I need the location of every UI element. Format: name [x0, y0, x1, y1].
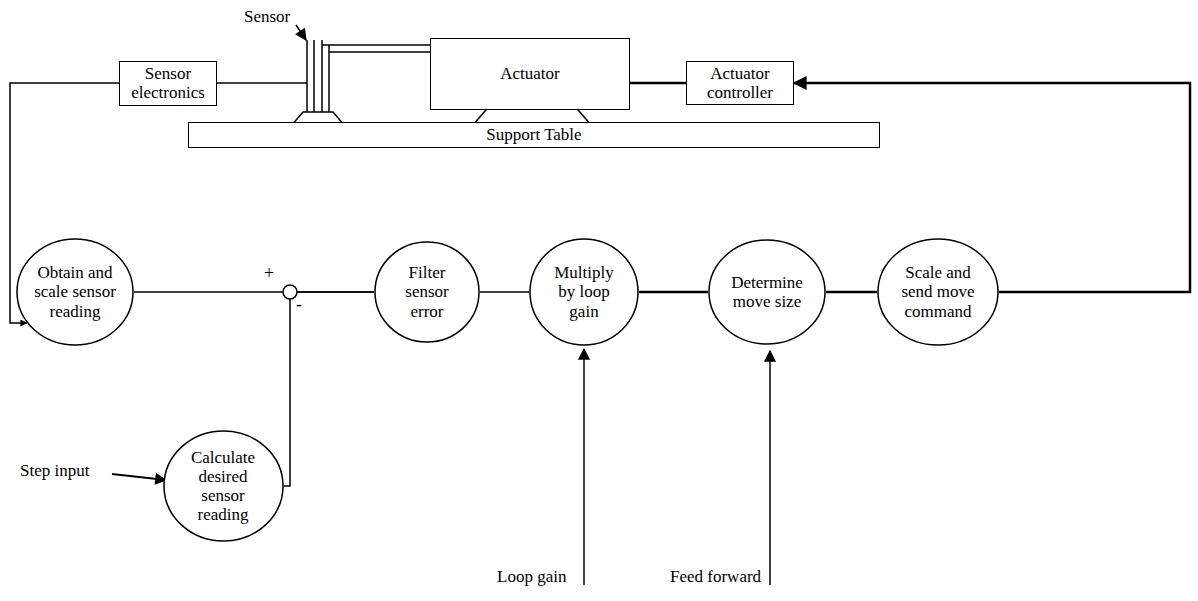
actuator-arm: [322, 45, 430, 52]
node-text: Multiply by loop gain: [545, 263, 624, 320]
input-arrow: [769, 351, 771, 585]
part-label: Sensor: [244, 8, 290, 27]
node-text: Determine move size: [725, 273, 810, 311]
circle-outline: [878, 239, 998, 345]
node-text: Sensor electronics: [120, 64, 216, 102]
node-text: Actuator controller: [687, 64, 793, 102]
process-circle: Calculate desired sensor reading: [163, 430, 284, 542]
process-circle: Filter sensor error: [374, 241, 480, 343]
circle-outline: [164, 431, 283, 541]
actuator-box: Actuator: [430, 38, 630, 110]
process-box: Sensor electronics: [119, 61, 217, 106]
node-text: Actuator: [500, 64, 559, 83]
sign-label: -: [296, 295, 302, 315]
connector: [826, 291, 877, 294]
process-circle: Determine move size: [708, 239, 826, 345]
table-box: Support Table: [188, 122, 880, 148]
process-box: Actuator controller: [686, 61, 794, 105]
leader-arrow: [296, 25, 306, 40]
process-circle: Multiply by loop gain: [529, 238, 639, 346]
process-circle: Scale and send move command: [877, 238, 999, 346]
input-arrow: [112, 474, 166, 480]
node-text: Scale and send move command: [894, 263, 982, 320]
process-circle: Obtain and scale sensor reading: [16, 238, 134, 346]
input-arrow: [583, 349, 585, 585]
input-label: Feed forward: [670, 568, 761, 587]
node-text: Calculate desired sensor reading: [183, 448, 264, 524]
connector: [480, 291, 529, 293]
connector: [284, 292, 375, 486]
circle-outline: [530, 239, 638, 345]
input-label: Step input: [20, 462, 89, 481]
sensor-probe: [291, 40, 345, 126]
connector: [794, 83, 1190, 292]
node-text: Support Table: [486, 125, 581, 144]
summing-junction: [283, 285, 297, 299]
node-text: Obtain and scale sensor reading: [33, 263, 118, 320]
circle-outline: [709, 240, 825, 344]
sign-label: +: [264, 264, 274, 284]
connector: [639, 291, 708, 294]
circle-outline: [17, 239, 133, 345]
sensor-wire: [212, 82, 307, 84]
connector: [630, 82, 686, 85]
input-label: Loop gain: [497, 568, 566, 587]
circle-outline: [375, 242, 479, 342]
node-text: Filter sensor error: [389, 263, 465, 320]
